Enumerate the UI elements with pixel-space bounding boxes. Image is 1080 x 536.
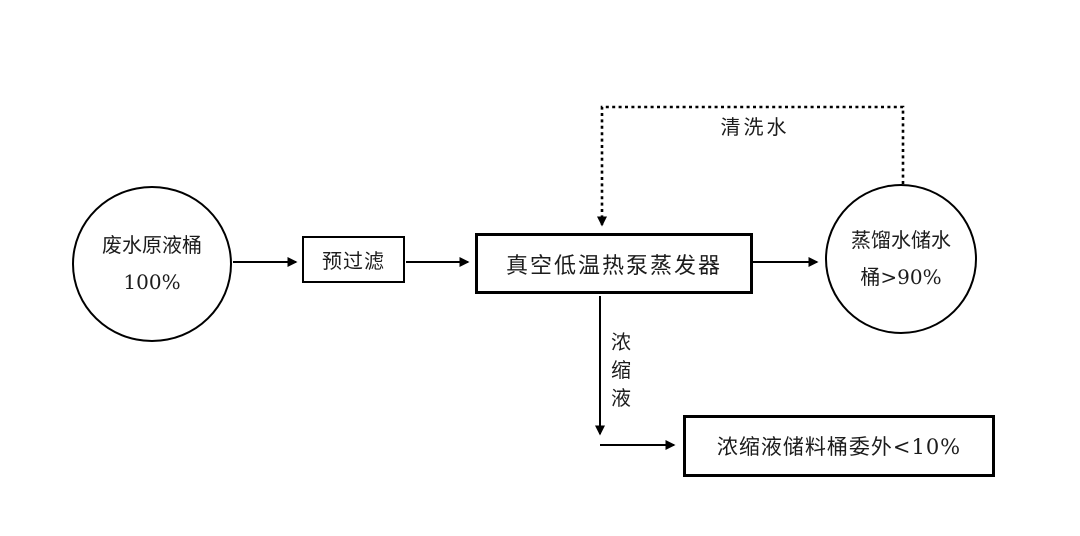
label-cleaning-water: 清洗水 xyxy=(720,115,790,139)
evaporator-label: 真空低温热泵蒸发器 xyxy=(505,253,722,279)
dotted-cleaning-water-loop xyxy=(597,105,905,227)
node-evaporator: 真空低温热泵蒸发器 xyxy=(475,233,753,294)
node-prefilter: 预过滤 xyxy=(302,236,405,283)
prefilter-label: 预过滤 xyxy=(322,249,385,273)
source-tank-percentage: 100% xyxy=(123,270,181,294)
node-distillate-tank: 蒸馏水储水 桶>90% xyxy=(825,184,977,334)
distillate-tank-label: 蒸馏水储水 xyxy=(851,228,951,252)
node-source-tank: 废水原液桶 100% xyxy=(72,186,232,342)
source-tank-label: 废水原液桶 xyxy=(102,233,202,257)
node-concentrate-tank: 浓缩液储料桶委外<10% xyxy=(683,415,995,477)
concentrate-tank-label: 浓缩液储料桶委外<10% xyxy=(716,435,962,459)
label-concentrate: 浓缩液 xyxy=(611,330,631,410)
distillate-tank-percentage: 桶>90% xyxy=(860,265,942,289)
